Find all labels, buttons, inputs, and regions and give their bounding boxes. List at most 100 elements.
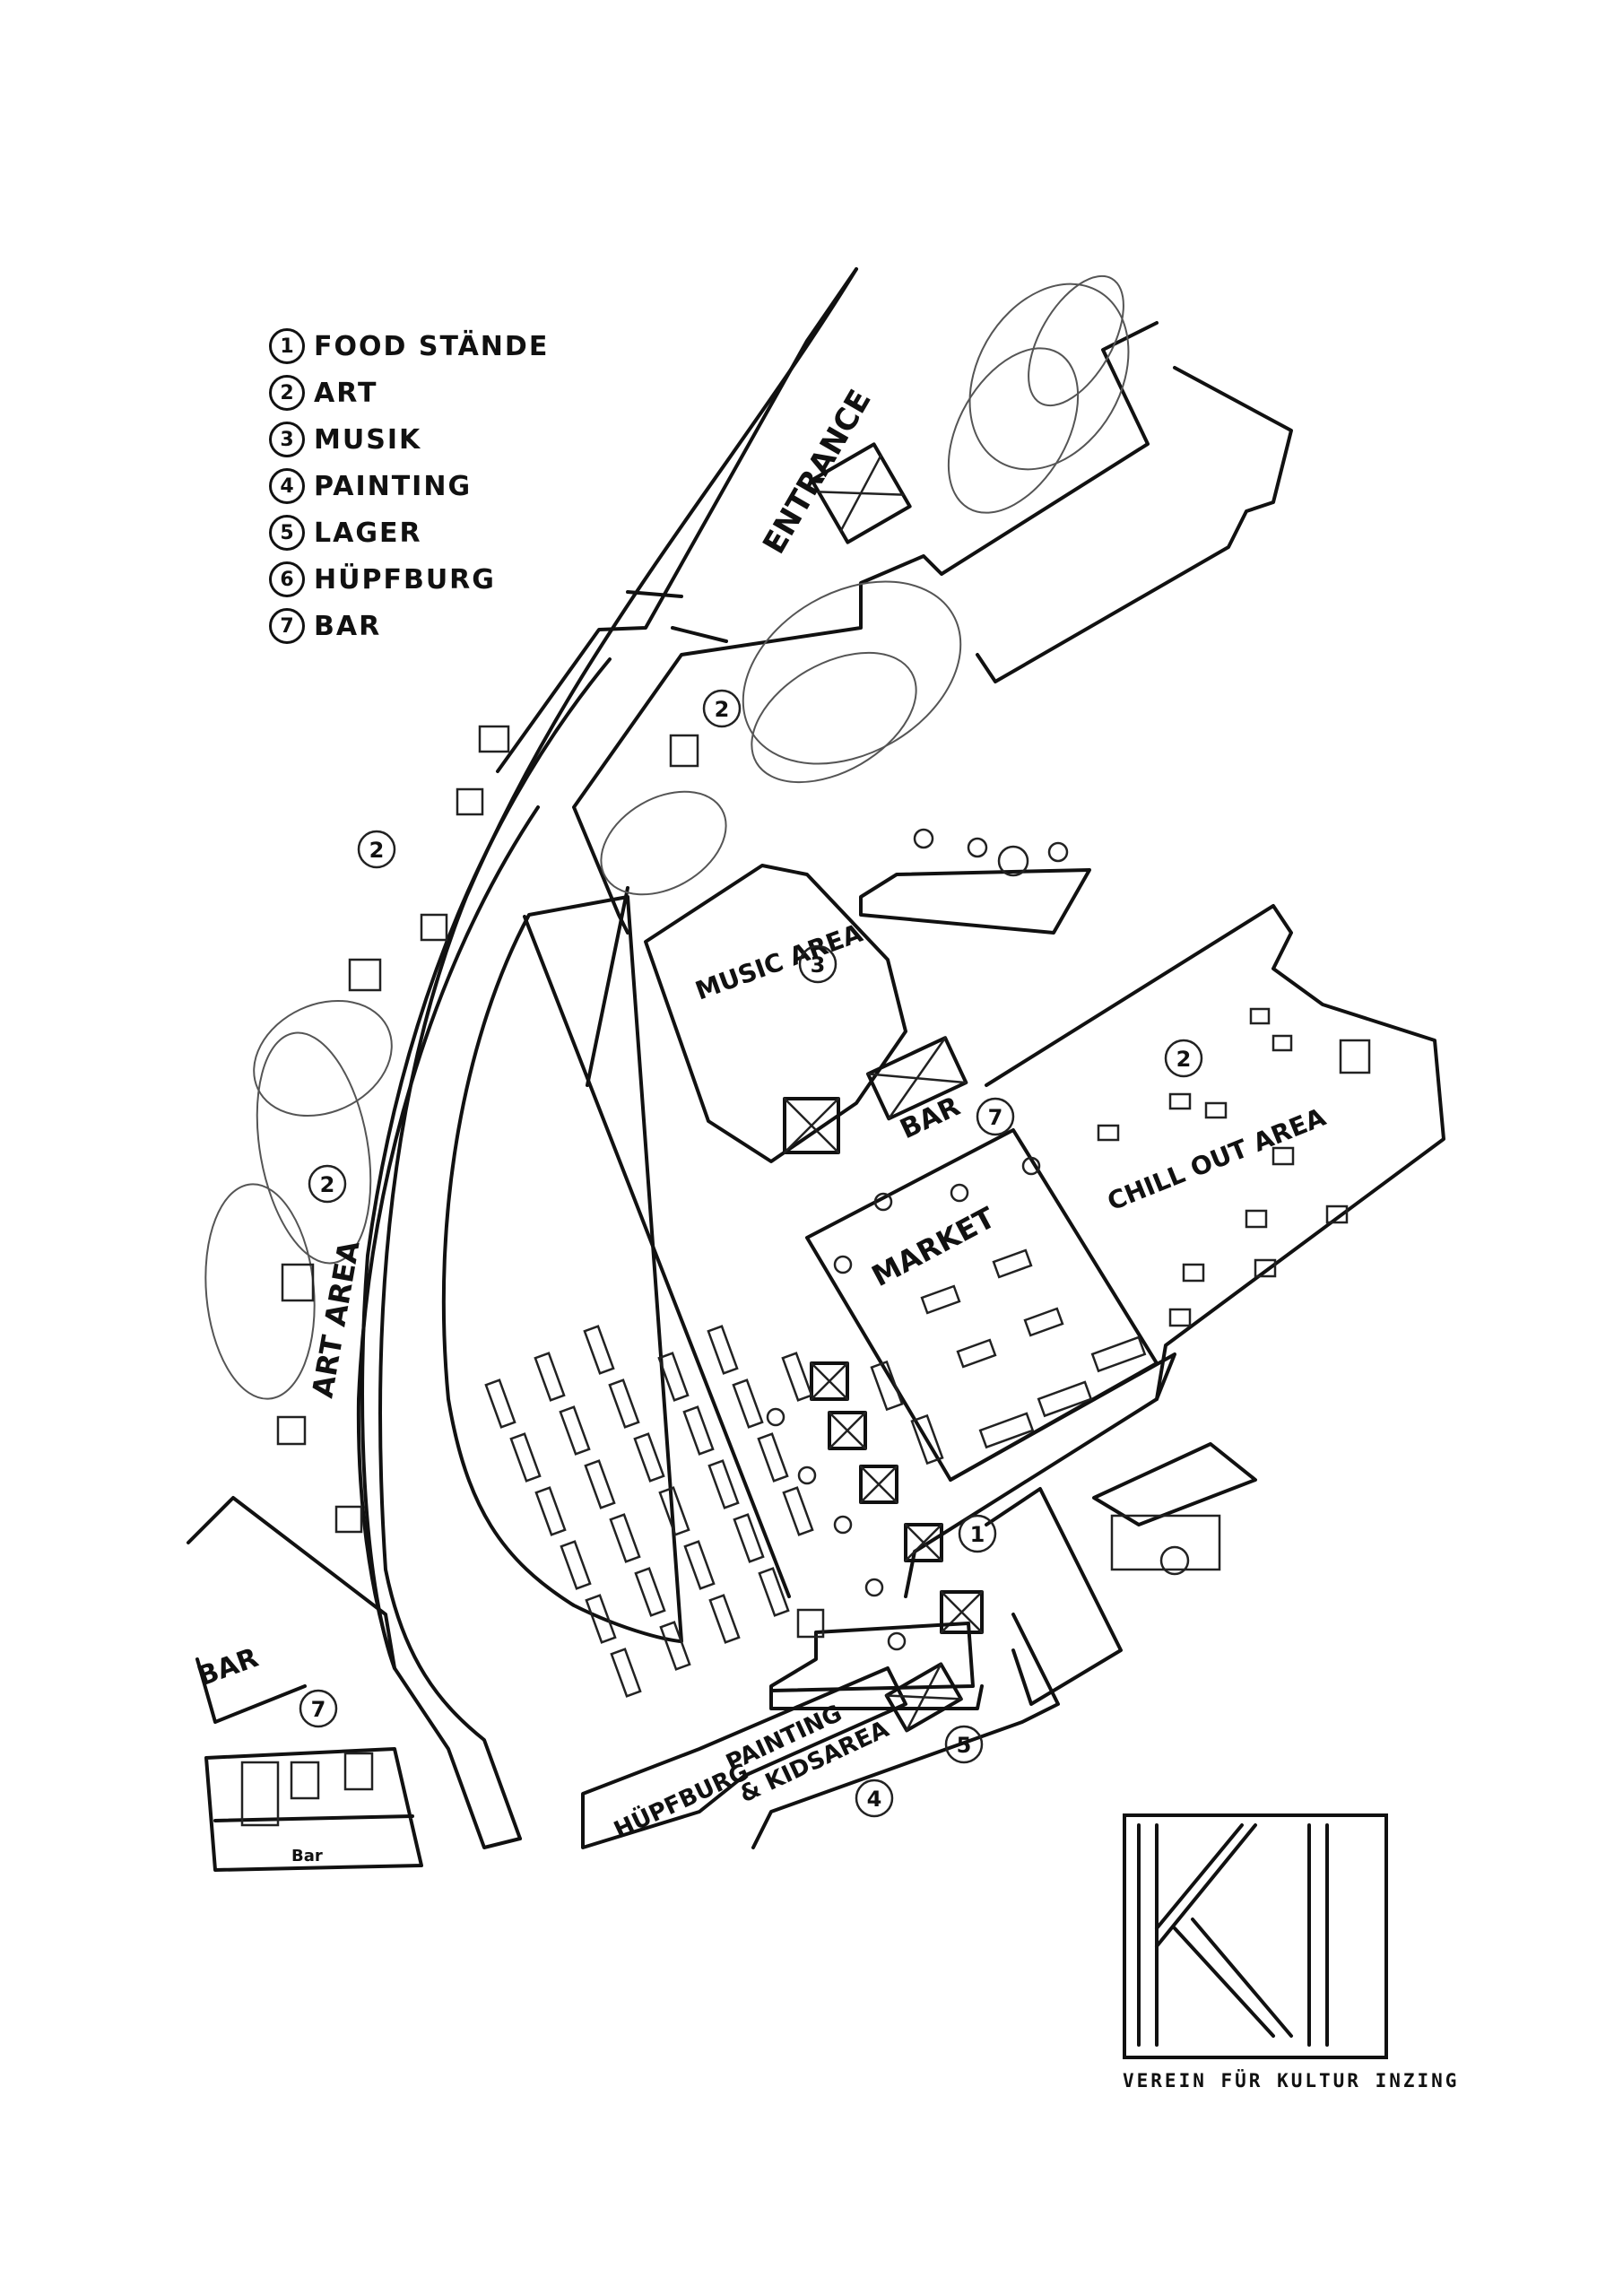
svg-text:2: 2 [320, 1172, 335, 1197]
central-lawn-edge [523, 915, 791, 1598]
east-wall [976, 366, 1293, 683]
tree-cluster-music [600, 790, 727, 896]
bench-table [610, 1648, 642, 1698]
legend-label: PAINTING [314, 470, 473, 502]
svg-text:2: 2 [369, 838, 385, 863]
legend-item-musik: 3 MUSIK [269, 416, 549, 463]
logo: VEREIN FÜR KULTUR INZING [1123, 1813, 1456, 2092]
bench-table [585, 1594, 617, 1644]
legend-item-painting: 4 PAINTING [269, 463, 549, 509]
logo-mark [1137, 1823, 1329, 2047]
legend-item-hupfburg: 6 HÜPFBURG [269, 556, 549, 603]
bench-table [583, 1325, 615, 1375]
legend-label: LAGER [314, 517, 422, 549]
bench-table [682, 1405, 715, 1456]
bench-table [707, 1459, 740, 1509]
gate-posts [626, 590, 728, 643]
legend-item-bar: 7 BAR [269, 603, 549, 649]
central-lawn [441, 895, 683, 1643]
legend-number: 3 [269, 422, 305, 457]
legend-number: 1 [269, 328, 305, 364]
legend-number: 5 [269, 515, 305, 551]
bench-table [584, 1459, 616, 1509]
bench-table [707, 1325, 739, 1375]
svg-text:2: 2 [1176, 1047, 1192, 1072]
bench-table [608, 1378, 640, 1429]
upper-block [572, 321, 1159, 935]
market-block [805, 1128, 1159, 1482]
bench-table [658, 1486, 690, 1536]
legend-label: FOOD STÄNDE [314, 330, 550, 362]
legend: 1 FOOD STÄNDE 2 ART 3 MUSIK 4 PAINTING 5… [269, 323, 549, 649]
svg-text:5: 5 [957, 1733, 972, 1758]
market-tables [870, 1248, 1147, 1465]
bench-table [782, 1486, 814, 1536]
bar-booth-sketch [204, 1747, 423, 1872]
marker-5: 5 [944, 1725, 984, 1764]
legend-number: 6 [269, 561, 305, 597]
bench-table [657, 1352, 690, 1402]
bench-table [609, 1513, 641, 1563]
svg-text:7: 7 [988, 1105, 1003, 1130]
marker-4: 4 [855, 1779, 894, 1818]
market-label: MARKET [866, 1200, 1001, 1293]
bench-table [757, 1432, 789, 1483]
road-left-edge [378, 267, 858, 1840]
legend-number: 2 [269, 375, 305, 411]
bottom-block [581, 1666, 907, 1849]
svg-text:3: 3 [811, 952, 826, 978]
lamp-posts [766, 1156, 1041, 1651]
bench-table [560, 1540, 592, 1590]
bench-table [683, 1540, 716, 1590]
legend-number: 4 [269, 468, 305, 504]
bench-table [733, 1513, 765, 1563]
bar-left-label: BAR [194, 1642, 263, 1693]
marker-1: 1 [958, 1514, 997, 1553]
bar-kiosk-sketch [1092, 1442, 1257, 1576]
legend-item-food: 1 FOOD STÄNDE [269, 323, 549, 370]
legend-number: 7 [269, 608, 305, 644]
tree-cluster-top [947, 274, 1130, 514]
band-stage-sketch [859, 828, 1091, 935]
svg-text:4: 4 [867, 1787, 882, 1812]
svg-text:2: 2 [715, 697, 730, 722]
bench-table [509, 1432, 542, 1483]
hupfburg-label: HÜPFBURG [609, 1756, 753, 1844]
bench-table [781, 1352, 813, 1402]
svg-text:7: 7 [311, 1697, 326, 1722]
art-strip-inner [356, 805, 540, 1670]
left-road [187, 1496, 522, 1849]
bench-table [758, 1567, 790, 1617]
marker-2-art: 2 [702, 689, 742, 728]
bench-table [484, 1378, 516, 1429]
marker-7-top: 7 [976, 1097, 1015, 1136]
bench-tables [484, 1325, 814, 1698]
bench-table [534, 1352, 566, 1402]
bench-table [708, 1594, 741, 1644]
bench-table [732, 1378, 764, 1429]
marker-3: 3 [798, 944, 838, 984]
legend-label: BAR [314, 610, 382, 642]
tree-cluster-left [204, 999, 393, 1400]
marker-2-left-lower: 2 [308, 1164, 347, 1204]
tree-cluster-entrance [742, 580, 962, 784]
svg-text:1: 1 [970, 1522, 985, 1547]
marker-2-left-upper: 2 [357, 830, 396, 869]
bar-sketch-label: Bar [291, 1847, 323, 1866]
bench-table [534, 1486, 567, 1536]
bench-table [559, 1405, 591, 1456]
legend-label: ART [314, 377, 378, 409]
legend-label: MUSIK [314, 423, 422, 456]
bench-table [634, 1567, 666, 1617]
marker-7-left: 7 [299, 1689, 338, 1728]
easel-icons [276, 725, 1371, 1534]
legend-item-art: 2 ART [269, 370, 549, 416]
chill-furniture [1097, 1007, 1349, 1327]
chill-out-label: CHILL OUT AREA [1103, 1102, 1330, 1217]
legend-item-lager: 5 LAGER [269, 509, 549, 556]
legend-label: HÜPFBURG [314, 563, 496, 596]
marker-2-chill: 2 [1164, 1039, 1203, 1078]
bench-table [633, 1432, 665, 1483]
bench-table [659, 1621, 691, 1671]
music-area-block [644, 864, 907, 1163]
